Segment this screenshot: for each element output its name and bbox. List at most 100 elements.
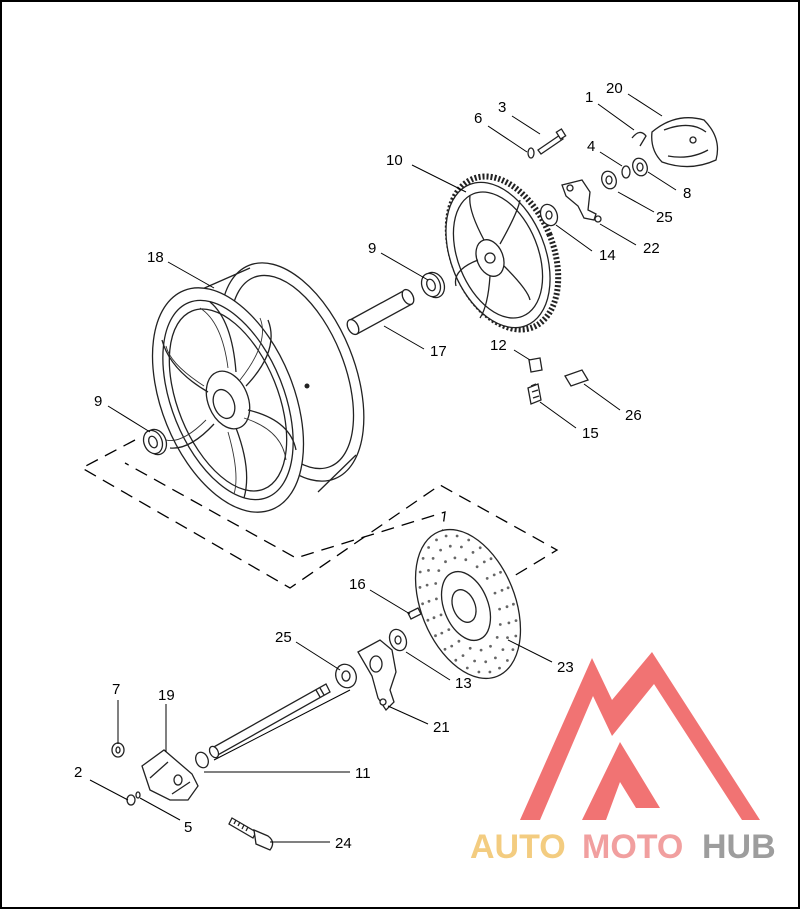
- bracket-22: [561, 179, 602, 223]
- watermark-triangle-icon: [520, 652, 760, 820]
- callout-13: 13: [455, 675, 472, 692]
- callout-9-upper: 9: [368, 240, 376, 257]
- disc-hole: [447, 628, 451, 631]
- callout-14: 14: [599, 247, 616, 264]
- disc-hole: [439, 613, 443, 617]
- disc-hole: [418, 586, 422, 589]
- wheel-weight-26: [564, 369, 589, 387]
- disc-hole: [454, 658, 458, 662]
- axle-nut-8: [632, 157, 648, 177]
- callout-20: 20: [606, 80, 623, 97]
- disc-hole: [439, 548, 442, 552]
- callout-26: 26: [625, 407, 642, 424]
- disc-hole: [450, 644, 454, 648]
- callout-23: 23: [557, 659, 574, 676]
- disc-hole: [493, 591, 497, 595]
- disc-hole: [484, 660, 488, 664]
- disc-hole: [434, 582, 438, 585]
- disc-hole: [492, 573, 496, 577]
- disc-hole: [421, 557, 425, 560]
- disc-hole: [464, 558, 468, 562]
- disc-hole: [467, 538, 471, 542]
- disc-hole: [455, 534, 459, 538]
- disc-hole: [479, 648, 483, 652]
- brake-disc-23: [414, 528, 522, 680]
- disc-hole: [489, 557, 493, 561]
- disc-hole: [435, 597, 438, 601]
- disc-hole: [460, 545, 463, 549]
- rear-sprocket-10: [444, 173, 562, 333]
- callout-12: 12: [490, 337, 507, 354]
- spacer-washer-25-right: [601, 170, 617, 190]
- disc-hole: [498, 607, 501, 611]
- valve-stem-15: [527, 383, 542, 405]
- washer-4: [621, 165, 631, 179]
- disc-hole: [444, 560, 447, 564]
- disc-hole: [440, 631, 444, 635]
- disc-hole: [506, 636, 509, 639]
- callout-24: 24: [335, 835, 352, 852]
- disc-hole: [507, 621, 511, 625]
- disc-hole: [427, 569, 430, 572]
- disc-hole: [500, 588, 504, 592]
- callout-6: 6: [474, 110, 482, 127]
- disc-hole: [432, 616, 436, 620]
- disc-hole: [477, 670, 481, 674]
- disc-hole: [501, 648, 505, 651]
- disc-hole: [485, 577, 489, 580]
- callout-21: 21: [433, 719, 450, 736]
- disc-hole: [465, 666, 469, 670]
- axle-adjuster-19: [141, 749, 199, 801]
- disc-hole: [499, 570, 502, 574]
- callout-8: 8: [683, 185, 691, 202]
- disc-hole: [475, 565, 479, 569]
- disc-hole: [426, 618, 430, 622]
- callout-1: 1: [585, 89, 593, 106]
- disc-hole: [434, 634, 437, 638]
- callout-18: 18: [147, 249, 164, 266]
- axle-cover-20: [651, 117, 719, 168]
- disc-hole: [443, 647, 447, 651]
- disc-hole: [427, 546, 430, 549]
- callout-22: 22: [643, 240, 660, 257]
- assembly-dashed-line: [80, 439, 559, 589]
- disc-hole: [461, 654, 465, 657]
- disc-hole: [457, 639, 461, 643]
- callout-25-lower: 25: [275, 629, 292, 646]
- disc-hole: [494, 656, 497, 660]
- watermark-text-moto: MOTO: [582, 828, 683, 866]
- disc-hole: [488, 670, 492, 674]
- rear-axle-11: [208, 683, 331, 759]
- callout-15: 15: [582, 425, 599, 442]
- watermark-text-auto: AUTO: [470, 828, 566, 866]
- callout-17: 17: [430, 343, 447, 360]
- leader-lines: [89, 93, 677, 843]
- wheel-bearing-9-left: [142, 428, 168, 456]
- washer-6: [527, 147, 535, 159]
- disc-hole: [425, 583, 429, 587]
- watermark-logo: AUTO MOTO HUB: [470, 652, 776, 866]
- adjuster-bolt-24: [228, 817, 274, 851]
- disc-hole: [506, 586, 510, 590]
- disc-hole: [471, 551, 475, 554]
- screw-2: [126, 794, 136, 806]
- disc-hole: [495, 636, 499, 639]
- disc-hole: [444, 534, 448, 538]
- callout-7: 7: [112, 681, 120, 698]
- disc-hole: [448, 544, 452, 548]
- disc-hole: [453, 556, 457, 560]
- callout-labels: 1 20 3 6 4 8 10 25 22 14 9 18 17 12 26 1…: [74, 80, 691, 852]
- valve-cap-12: [528, 357, 543, 373]
- disc-hole: [478, 546, 482, 550]
- callout-19: 19: [158, 687, 175, 704]
- disc-hole: [489, 644, 492, 648]
- callout-5: 5: [184, 819, 192, 836]
- disc-hole: [505, 605, 509, 609]
- axle-nut-left: [195, 751, 209, 769]
- disc-hole: [512, 602, 515, 606]
- rear-wheel-18: [151, 262, 365, 513]
- cotter-pin-1: [631, 131, 647, 147]
- callout-4: 4: [587, 138, 595, 155]
- disc-hole: [506, 659, 509, 662]
